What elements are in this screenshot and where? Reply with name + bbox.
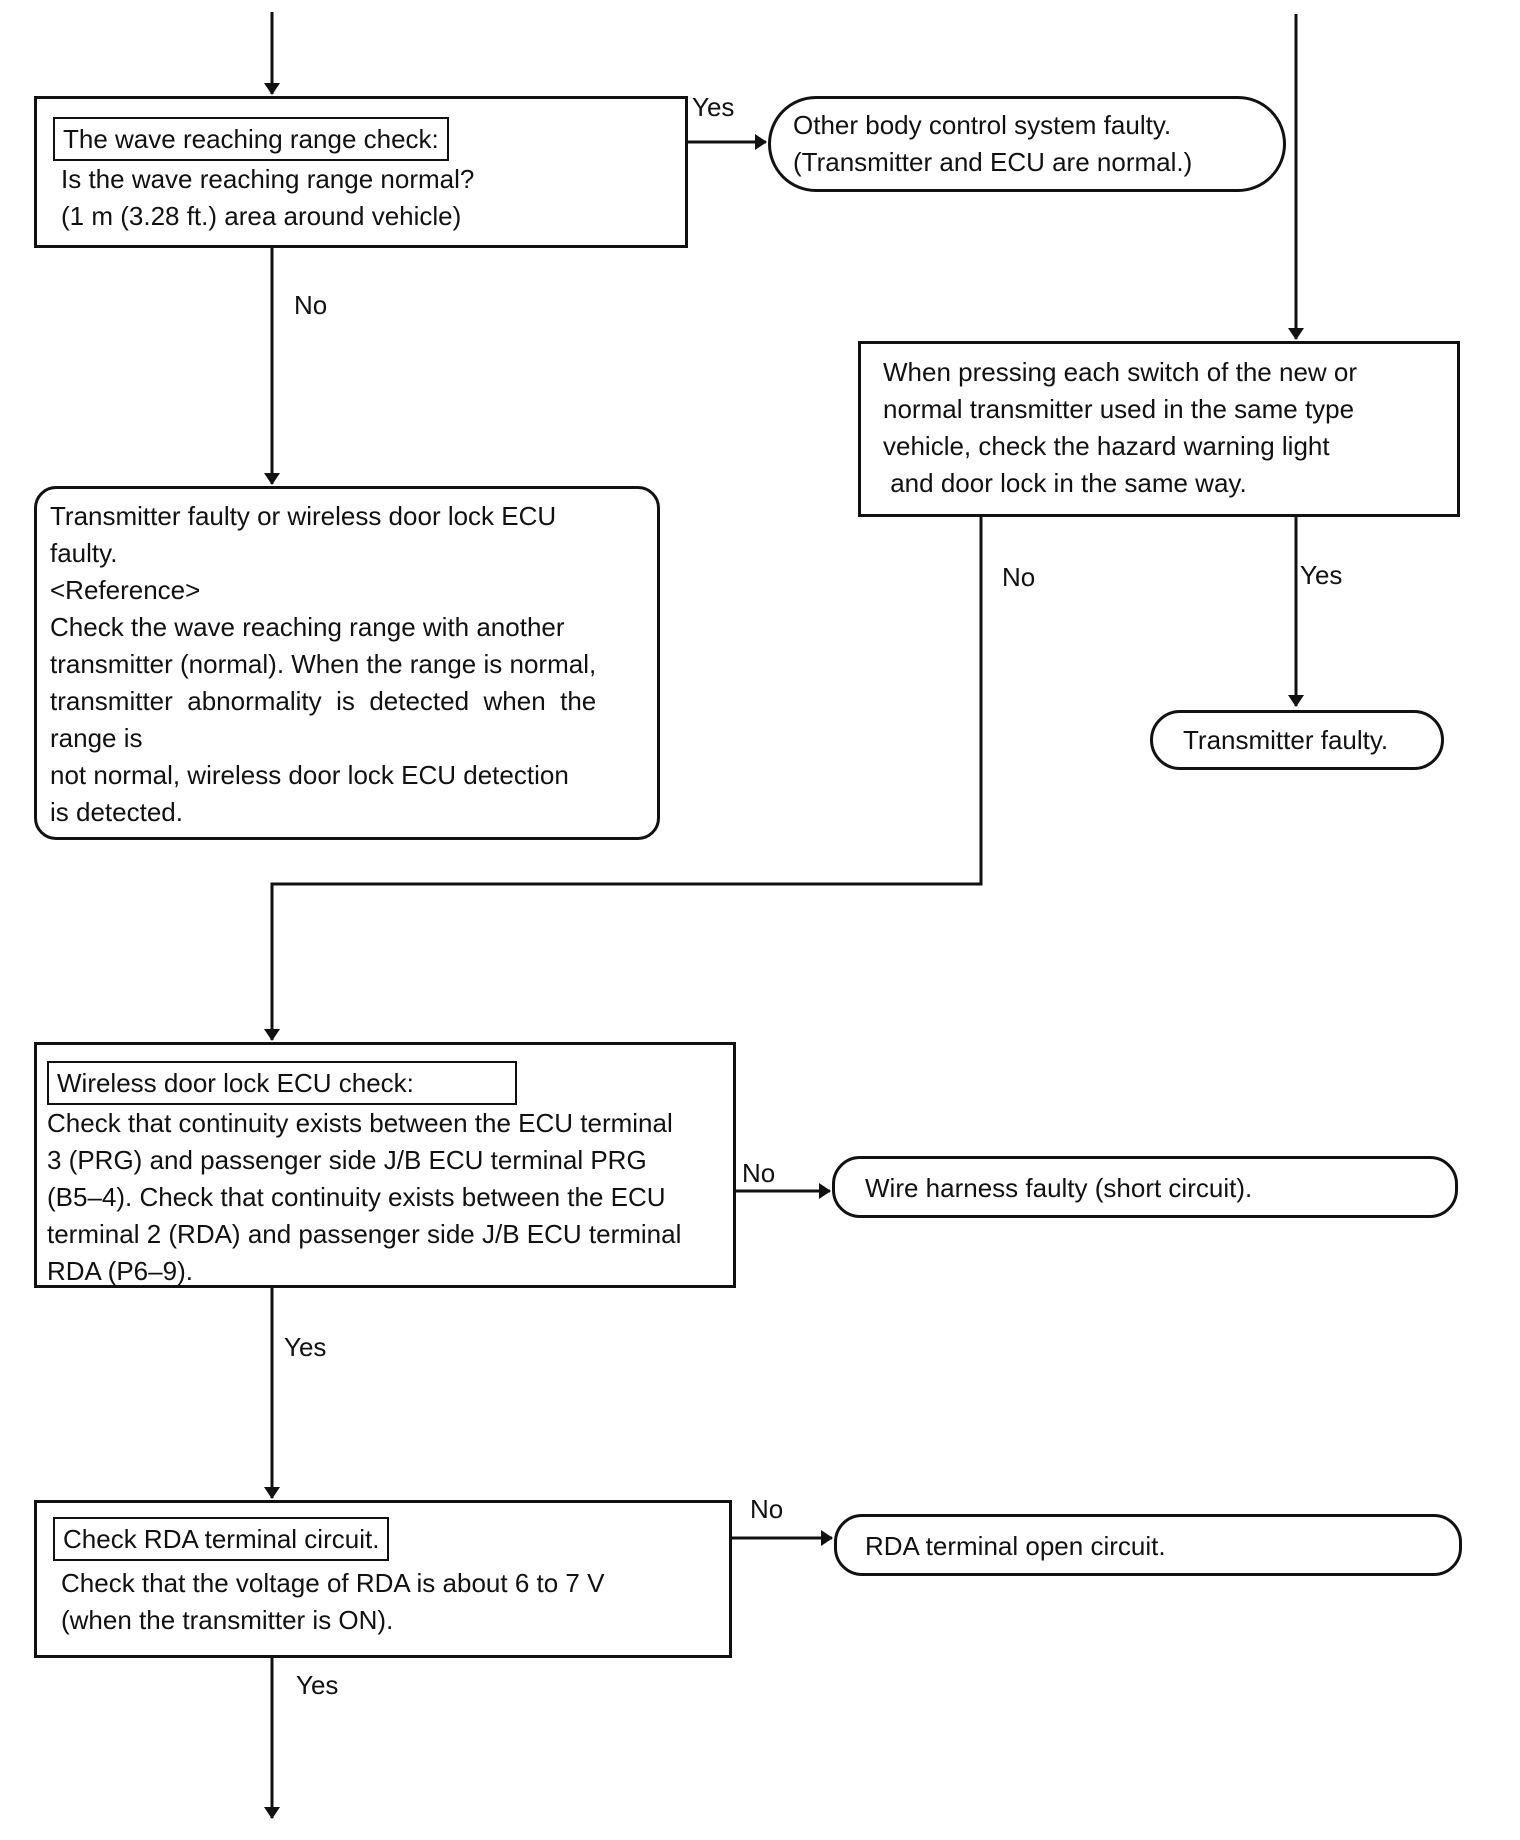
ecu-check-line-2: 3 (PRG) and passenger side J/B ECU termi… [47,1145,647,1175]
transmitter-ecu-line-8: not normal, wireless door lock ECU detec… [50,760,569,790]
switch-check-line-1: When pressing each switch of the new or [883,357,1358,387]
rda-circuit-check-line-1: Check that the voltage of RDA is about 6… [61,1568,605,1598]
label-wave-yes: Yes [692,92,735,122]
transmitter-ecu-line-5: transmitter (normal). When the range is … [50,649,597,679]
ecu-check-line-1: Check that continuity exists between the… [47,1108,673,1138]
transmitter-ecu-line-3: <Reference> [50,575,201,605]
transmitter-or-ecu-faulty-box: Transmitter faulty or wireless door lock… [34,486,660,840]
wave-range-check-line-1: Is the wave reaching range normal? [61,164,475,194]
label-switch-no: No [1002,562,1036,592]
other-body-control-terminal: Other body control system faulty. (Trans… [768,96,1286,192]
transmitter-switch-check-box: When pressing each switch of the new or … [858,341,1460,517]
label-rda-no: No [750,1494,784,1524]
ecu-check-line-4: terminal 2 (RDA) and passenger side J/B … [47,1219,682,1249]
label-switch-yes: Yes [1300,560,1343,590]
transmitter-ecu-line-9: is detected. [50,797,183,827]
wire-harness-faulty-text: Wire harness faulty (short circuit). [865,1173,1253,1203]
switch-check-line-3: vehicle, check the hazard warning light [883,431,1330,461]
rda-circuit-check-box: Check RDA terminal circuit. Check that t… [34,1500,732,1658]
transmitter-ecu-line-4: Check the wave reaching range with anoth… [50,612,565,642]
ecu-check-line-3: (B5–4). Check that continuity exists bet… [47,1182,666,1212]
label-rda-yes: Yes [296,1670,339,1700]
transmitter-ecu-line-1: Transmitter faulty or wireless door lock… [50,501,557,531]
rda-open-circuit-text: RDA terminal open circuit. [865,1531,1166,1561]
transmitter-faulty-text: Transmitter faulty. [1183,725,1389,755]
ecu-check-line-5: RDA (P6–9). [47,1256,193,1286]
transmitter-ecu-line-2: faulty. [50,538,118,568]
ecu-check-header: Wireless door lock ECU check: [47,1061,517,1105]
switch-check-line-2: normal transmitter used in the same type [883,394,1355,424]
other-body-control-line-2: (Transmitter and ECU are normal.) [793,147,1193,177]
rda-circuit-check-header: Check RDA terminal circuit. [53,1517,390,1561]
rda-circuit-check-line-2: (when the transmitter is ON). [61,1605,394,1635]
other-body-control-line-1: Other body control system faulty. [793,110,1172,140]
wave-range-check-box: The wave reaching range check: Is the wa… [34,96,688,248]
transmitter-ecu-line-6: transmitter abnormality is detected when… [50,686,597,716]
wire-harness-faulty-terminal: Wire harness faulty (short circuit). [832,1156,1458,1218]
connector-switch-no [264,514,983,1041]
rda-open-circuit-terminal: RDA terminal open circuit. [834,1514,1462,1576]
label-ecu-no: No [742,1158,776,1188]
wave-range-check-line-2: (1 m (3.28 ft.) area around vehicle) [61,201,462,231]
ecu-check-box: Wireless door lock ECU check: Check that… [34,1042,736,1288]
switch-check-line-4: and door lock in the same way. [883,468,1247,498]
label-ecu-yes: Yes [284,1332,327,1362]
label-wave-no: No [294,290,328,320]
wave-range-check-header: The wave reaching range check: [53,117,449,161]
transmitter-ecu-line-7: range is [50,723,143,753]
transmitter-faulty-terminal: Transmitter faulty. [1150,710,1444,770]
